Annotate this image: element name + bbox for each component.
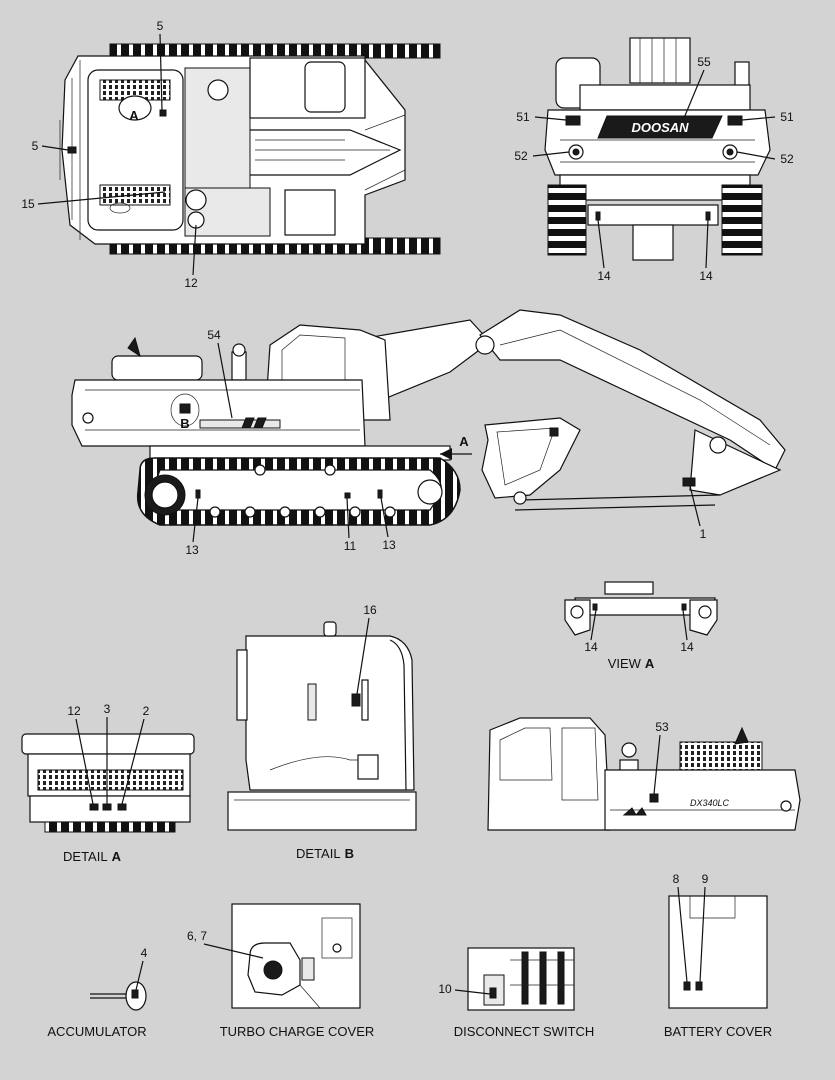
- rear-view-callout-51-left: 51: [516, 110, 530, 124]
- battery-cover-caption: BATTERY COVER: [664, 1024, 772, 1039]
- side-view-callout-54: 54: [207, 328, 221, 342]
- side-view-callout-11: 11: [344, 539, 357, 553]
- top-view-callout-15: 15: [21, 197, 35, 211]
- top-view-callout-5b: 5: [32, 139, 39, 153]
- rear-view-callout-52-left: 52: [514, 149, 528, 163]
- accumulator-callout-4: 4: [141, 946, 148, 960]
- rear-view-brand: DOOSAN: [631, 120, 689, 135]
- side-view-2-callout-53: 53: [655, 720, 669, 734]
- side-view-marker-a: A: [459, 434, 469, 449]
- top-view-callout-5a: 5: [157, 19, 164, 33]
- side-view-2-model-badge: DX340LC: [690, 798, 730, 808]
- accumulator: 4 ACCUMULATOR: [47, 946, 147, 1039]
- turbo-cover-caption: TURBO CHARGE COVER: [220, 1024, 375, 1039]
- side-view-marker-b: B: [180, 416, 189, 431]
- turbo-cover-callout-6-7: 6, 7: [187, 929, 207, 943]
- detail-a-callout-3: 3: [104, 702, 111, 716]
- side-view-callout-13-right: 13: [382, 538, 396, 552]
- view-a-callout-14-left: 14: [584, 640, 598, 654]
- rear-view-callout-55: 55: [697, 55, 711, 69]
- rear-view-callout-52-right: 52: [780, 152, 794, 166]
- accumulator-caption: ACCUMULATOR: [47, 1024, 146, 1039]
- rear-view-callout-14-left: 14: [597, 269, 611, 283]
- disconnect-switch-callout-10: 10: [438, 982, 452, 996]
- detail-a-callout-2: 2: [143, 704, 150, 718]
- top-view-marker-a: A: [129, 108, 139, 123]
- battery-cover-callout-9: 9: [702, 872, 709, 886]
- side-view: 54 13 11 13 1 B A: [71, 309, 786, 557]
- rear-view-callout-51-right: 51: [780, 110, 794, 124]
- side-view-callout-13-left: 13: [185, 543, 199, 557]
- disconnect-switch-caption: DISCONNECT SWITCH: [454, 1024, 595, 1039]
- detail-a-callout-12: 12: [67, 704, 81, 718]
- rear-view-callout-14-right: 14: [699, 269, 713, 283]
- side-view-callout-1: 1: [700, 527, 707, 541]
- battery-cover: 8 9 BATTERY COVER: [664, 872, 772, 1039]
- turbo-charge-cover: 6, 7 TURBO CHARGE COVER: [187, 903, 375, 1039]
- rear-view: DOOSAN 55 51 51 52 52 14 14: [514, 37, 794, 283]
- battery-cover-callout-8: 8: [673, 872, 680, 886]
- detail-b-callout-16: 16: [363, 603, 377, 617]
- top-view: 5 5 15 12 A: [21, 19, 441, 290]
- top-view-callout-12: 12: [184, 276, 198, 290]
- view-a-callout-14-right: 14: [680, 640, 694, 654]
- disconnect-switch: 10 DISCONNECT SWITCH: [438, 947, 595, 1039]
- side-view-2: DX340LC 53: [487, 717, 801, 831]
